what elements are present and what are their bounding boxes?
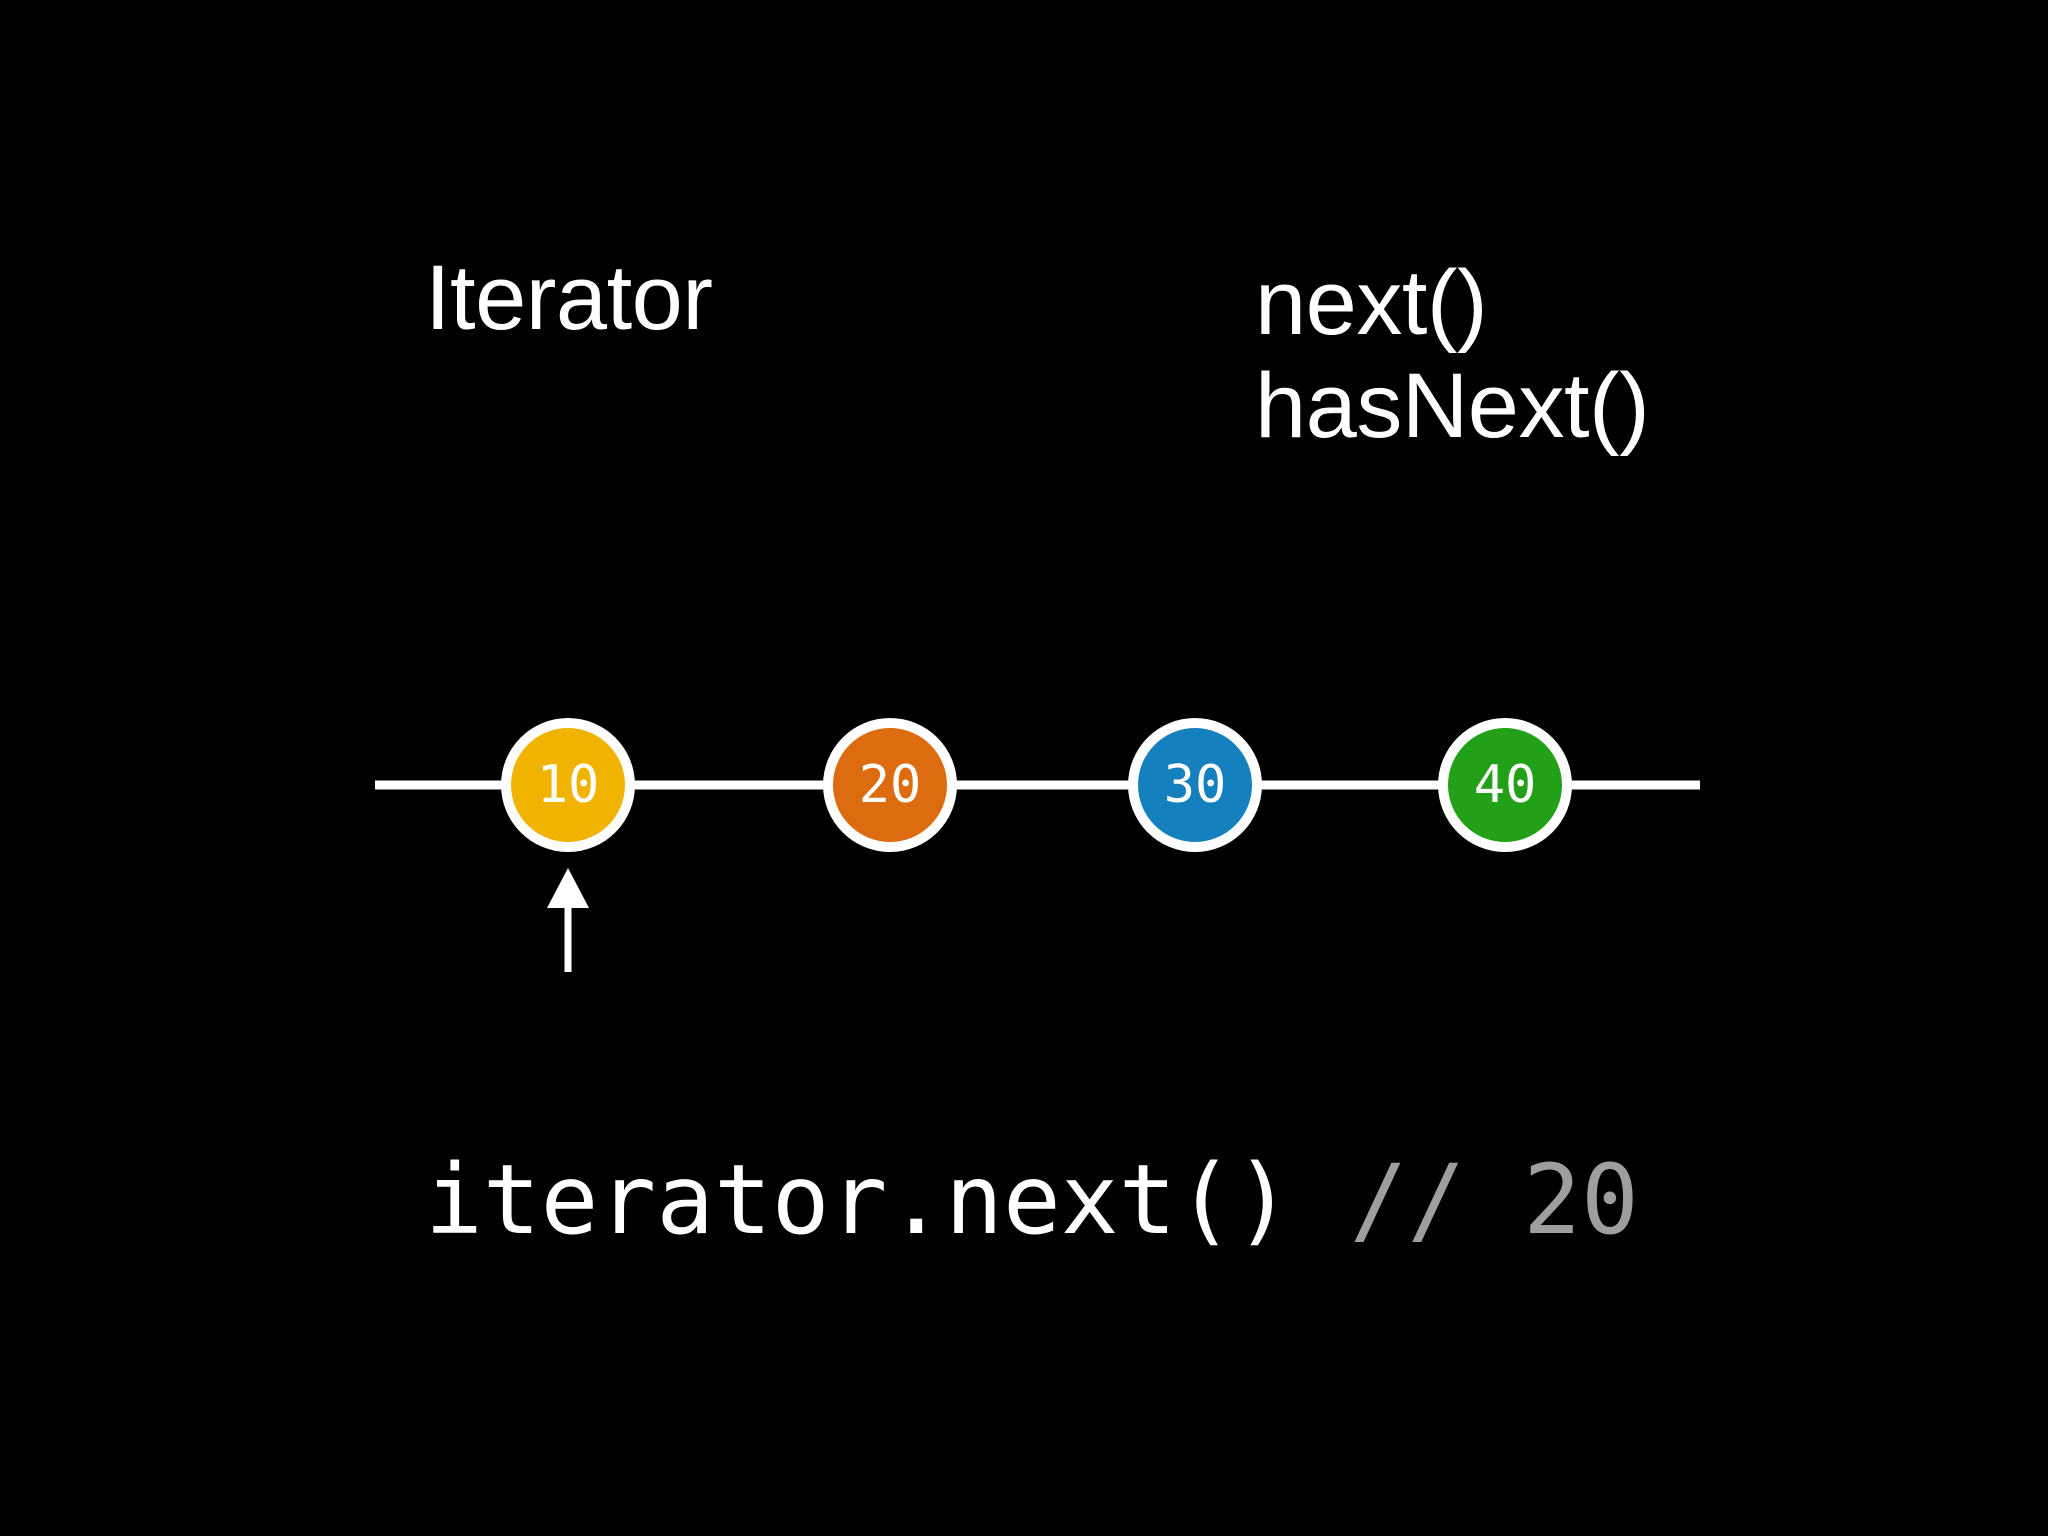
node-circle xyxy=(833,728,947,842)
cursor-arrow-head xyxy=(547,868,589,908)
method-next-label: next() xyxy=(1255,252,1488,354)
list-node[interactable]: 30 xyxy=(1128,718,1262,852)
method-hasnext-label: hasNext() xyxy=(1255,355,1650,458)
list-node[interactable]: 40 xyxy=(1438,718,1572,852)
node-value-label: 40 xyxy=(1474,755,1537,815)
node-circle xyxy=(511,728,625,842)
iterator-title-label: Iterator xyxy=(425,247,713,349)
code-annotation: iterator.next() // 20 xyxy=(425,1152,1639,1248)
code-comment: // 20 xyxy=(1349,1144,1639,1256)
cursor-arrow-icon xyxy=(547,868,589,972)
node-circle xyxy=(1448,728,1562,842)
code-space xyxy=(1292,1144,1350,1256)
iterator-methods-list: next() hasNext() xyxy=(1255,252,1650,458)
node-circle xyxy=(1138,728,1252,842)
list-node[interactable]: 10 xyxy=(501,718,635,852)
node-value-label: 20 xyxy=(859,755,922,815)
list-node[interactable]: 20 xyxy=(823,718,957,852)
code-statement: iterator.next() xyxy=(425,1144,1292,1256)
node-value-label: 30 xyxy=(1164,755,1227,815)
node-value-label: 10 xyxy=(537,755,600,815)
